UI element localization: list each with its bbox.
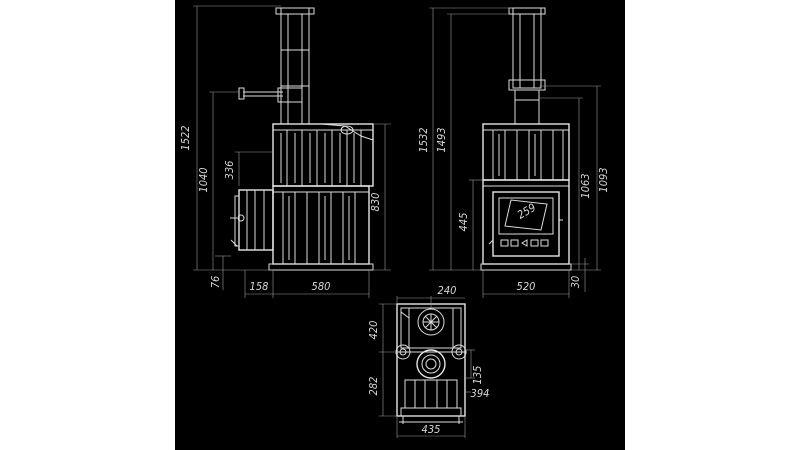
side-chimney [280,7,310,125]
top-dim-front-section: 420 [367,321,380,340]
front-door-glass [504,199,548,231]
side-dim-body-depth: 580 [312,280,331,293]
side-dim-outlet-height: 1040 [197,167,210,192]
front-door [492,191,560,257]
top-dim-flue-offset: 240 [438,284,457,297]
side-view-dimensions: 1522 1040 336 830 76 158 580 [179,5,391,298]
front-dim-leg-height: 30 [569,276,582,289]
top-dim-width: 435 [422,423,441,436]
front-dim-height-a: 1063 [579,173,592,198]
top-dim-flue-width: 394 [471,387,490,400]
side-dim-tank-height: 336 [223,161,236,180]
front-view-dimensions: 1532 1493 445 1063 1093 30 520 [417,7,610,298]
front-door-label: 259 [515,201,538,222]
side-firebox-tunnel [238,189,274,251]
side-tank [272,123,374,187]
side-view [230,7,374,271]
top-flue [416,349,446,379]
side-chimney-cap [275,7,315,15]
front-dim-total-height: 1532 [417,127,430,152]
side-dim-total-height: 1522 [179,125,192,150]
top-dim-flue-dia: 135 [471,366,484,385]
top-dim-rear-section: 282 [367,377,380,396]
front-chimney [512,7,542,89]
technical-drawing: 1522 1040 336 830 76 158 580 [175,0,625,450]
front-tank [482,123,570,181]
top-tank-lid [417,308,445,336]
front-dim-body-width: 520 [517,280,536,293]
drawing-canvas: 1522 1040 336 830 76 158 580 [179,5,610,438]
side-dim-body-height: 830 [369,193,382,212]
top-view [395,303,467,424]
top-view-dimensions: 240 420 282 135 394 435 [367,284,489,438]
front-view: 259 [480,7,572,271]
front-dim-chimney-height: 1493 [435,127,448,152]
front-dim-height-b: 1093 [597,167,610,192]
front-dim-door-height: 445 [457,213,470,232]
side-dim-base-offset: 76 [209,276,222,289]
side-dim-door-depth: 158 [250,280,269,293]
